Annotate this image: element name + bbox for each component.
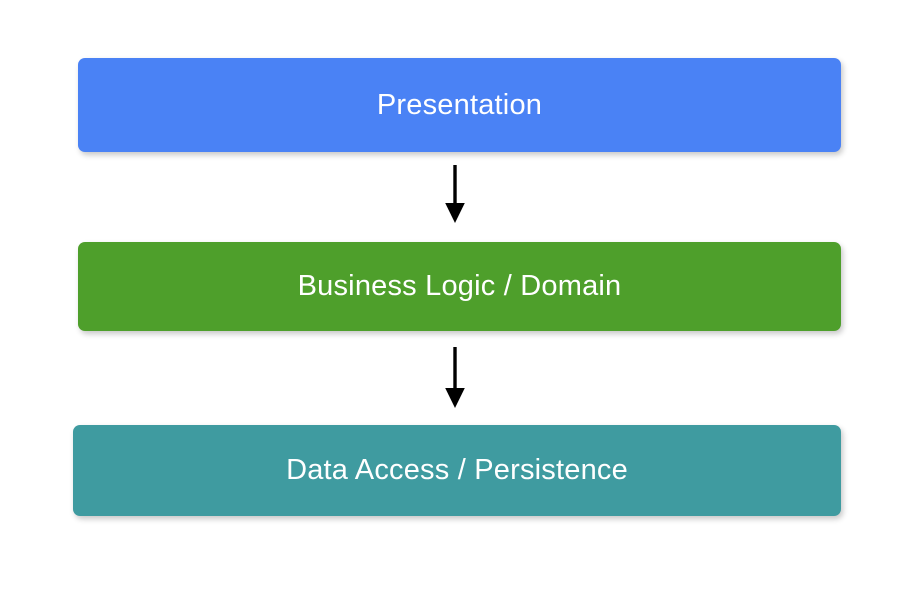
layer-label-business-logic: Business Logic / Domain — [297, 270, 622, 302]
layer-box-business-logic[interactable]: Business Logic / Domain — [78, 242, 841, 331]
layer-label-data-access: Data Access / Persistence — [286, 454, 628, 486]
layer-box-data-access[interactable]: Data Access / Persistence — [73, 425, 841, 516]
arrow-head — [445, 388, 465, 408]
layer-box-presentation[interactable]: Presentation — [78, 58, 841, 152]
arrow-down-icon-business-to-data — [445, 347, 465, 408]
arrow-head — [445, 203, 465, 223]
layer-label-presentation: Presentation — [376, 88, 543, 121]
arrow-down-icon-presentation-to-business — [445, 165, 465, 223]
